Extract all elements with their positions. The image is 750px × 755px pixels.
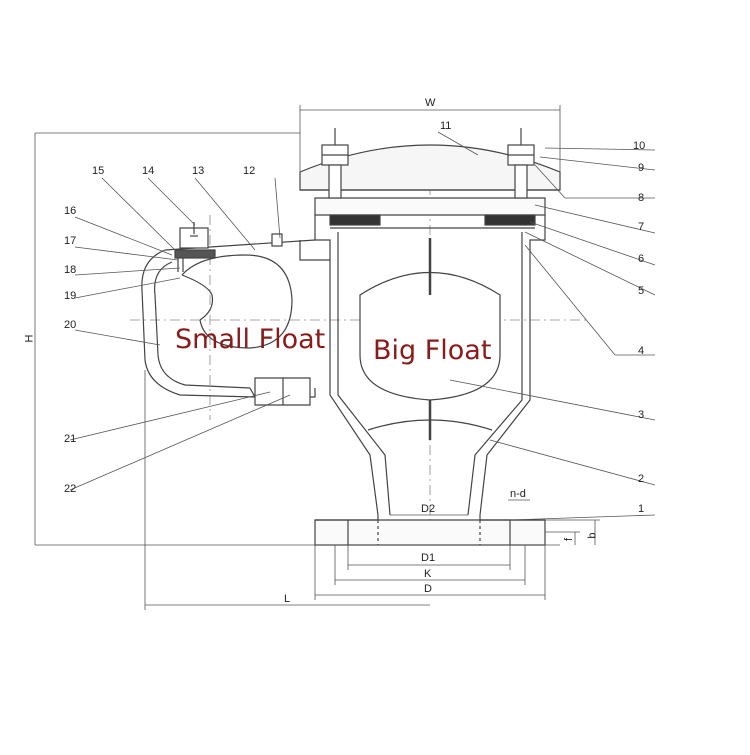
part-label-21: 21 [64, 433, 77, 445]
gaskets [329, 214, 536, 229]
small-float-label: Small Float [175, 324, 326, 355]
dimension-b: b [586, 532, 599, 539]
part-label-9: 9 [638, 162, 645, 174]
dimension-h: H [23, 334, 36, 343]
part-label-4: 4 [638, 345, 645, 357]
part-label-20: 20 [64, 319, 77, 331]
leader-lines [69, 131, 656, 521]
dimension-lines [34, 105, 600, 610]
left-top-bolt [321, 128, 349, 199]
part-label-7: 7 [638, 221, 645, 233]
part-label-12: 12 [243, 165, 256, 177]
part-label-2: 2 [638, 473, 645, 485]
part-label-22: 22 [64, 483, 77, 495]
dimension-d2: D2 [421, 503, 436, 515]
big-float-label: Big Float [373, 335, 492, 366]
dimension-f: f [563, 537, 576, 542]
small-float-fittings [174, 222, 283, 272]
part-label-6: 6 [638, 253, 645, 265]
part-label-16: 16 [64, 205, 77, 217]
dimension-d1: D1 [421, 552, 436, 564]
part-label-17: 17 [64, 235, 77, 247]
part-label-13: 13 [192, 165, 205, 177]
dimension-l: L [284, 593, 291, 605]
part-label-11: 11 [440, 120, 452, 132]
small-float [181, 254, 293, 349]
part-label-19: 19 [64, 290, 77, 302]
part-label-15: 15 [92, 165, 105, 177]
side-chamber [141, 239, 330, 406]
part-label-1: 1 [638, 503, 645, 515]
dimension-w: W [425, 97, 436, 109]
part-label-14: 14 [142, 165, 155, 177]
part-label-8: 8 [638, 192, 645, 204]
valve-body [314, 215, 546, 546]
dimension-k: K [424, 568, 432, 580]
part-label-5: 5 [638, 285, 645, 297]
right-top-bolt [507, 128, 535, 199]
dimension-d: D [424, 583, 432, 595]
part-label-10: 10 [633, 140, 646, 152]
dimension-n-d: n-d [510, 488, 526, 500]
part-label-3: 3 [638, 409, 645, 421]
part-label-18: 18 [64, 264, 77, 276]
big-float [359, 238, 501, 440]
